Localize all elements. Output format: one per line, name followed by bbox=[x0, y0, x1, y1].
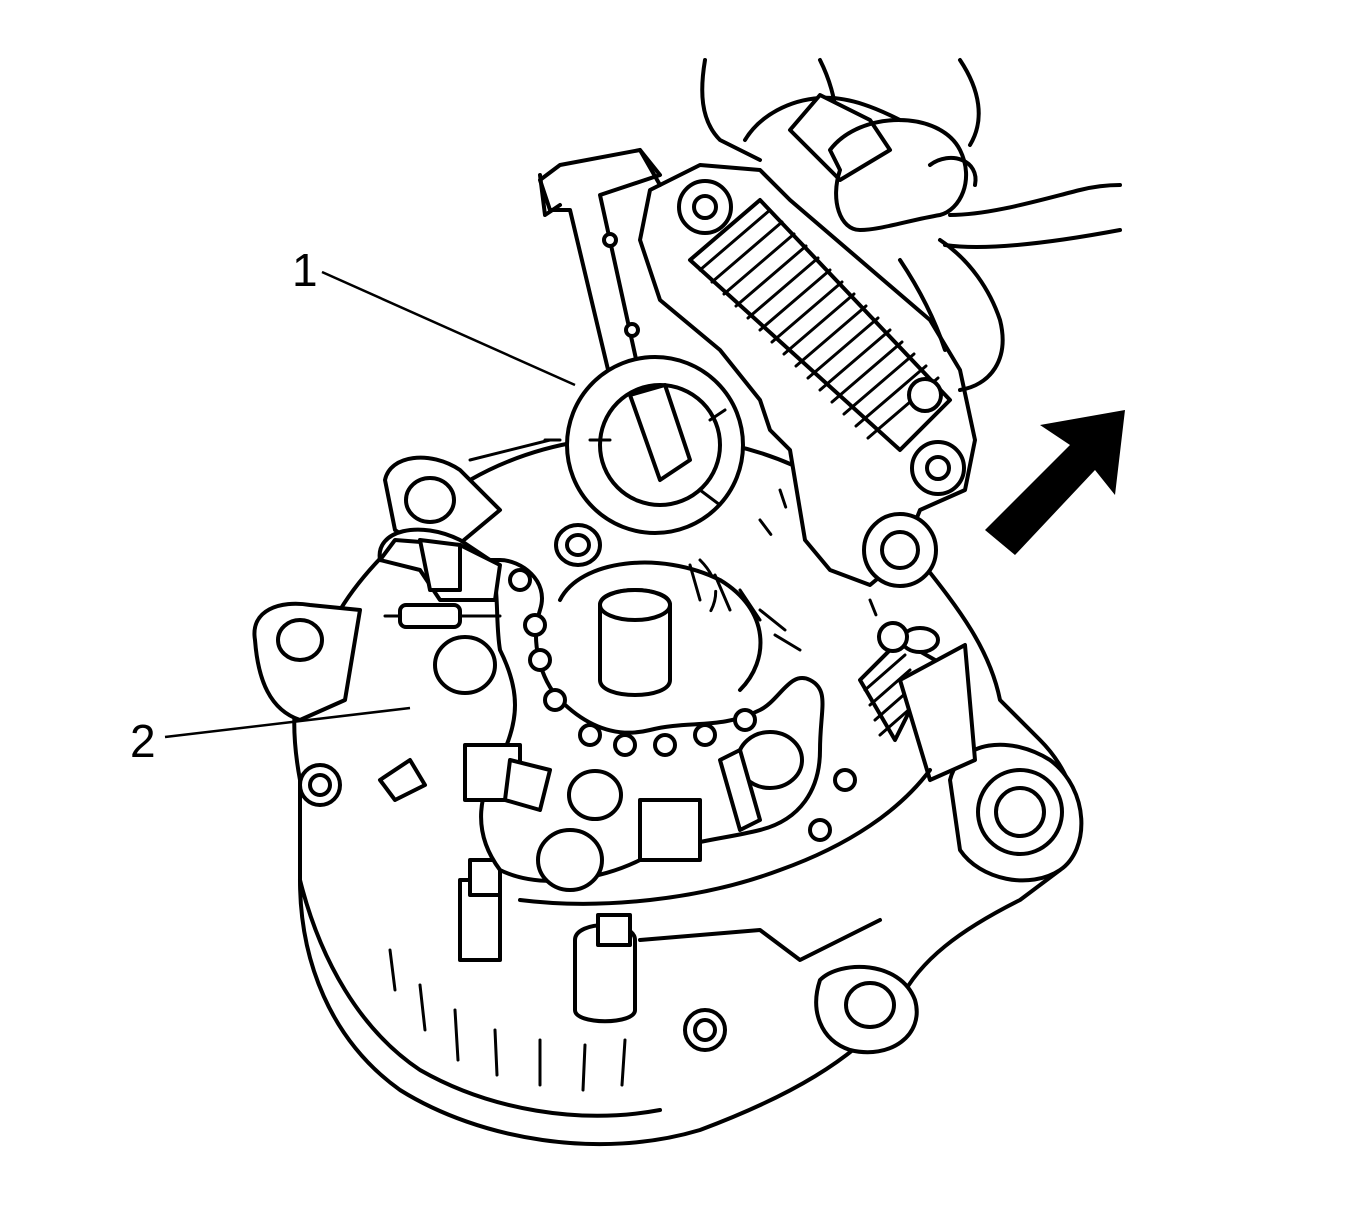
callout-leader-2 bbox=[164, 706, 411, 739]
keyhole-cutouts bbox=[508, 568, 857, 842]
technician-hand bbox=[700, 58, 1122, 392]
rectifier-bridge bbox=[377, 527, 857, 892]
callout-1: 1 bbox=[292, 244, 576, 387]
callout-label-1: 1 bbox=[292, 244, 318, 296]
removal-direction-arrow-icon bbox=[985, 410, 1125, 555]
callout-2: 2 bbox=[130, 706, 411, 767]
callout-label-2: 2 bbox=[130, 715, 156, 767]
callout-leader-1 bbox=[321, 270, 576, 387]
voltage-regulator-brush-holder bbox=[468, 148, 977, 627]
